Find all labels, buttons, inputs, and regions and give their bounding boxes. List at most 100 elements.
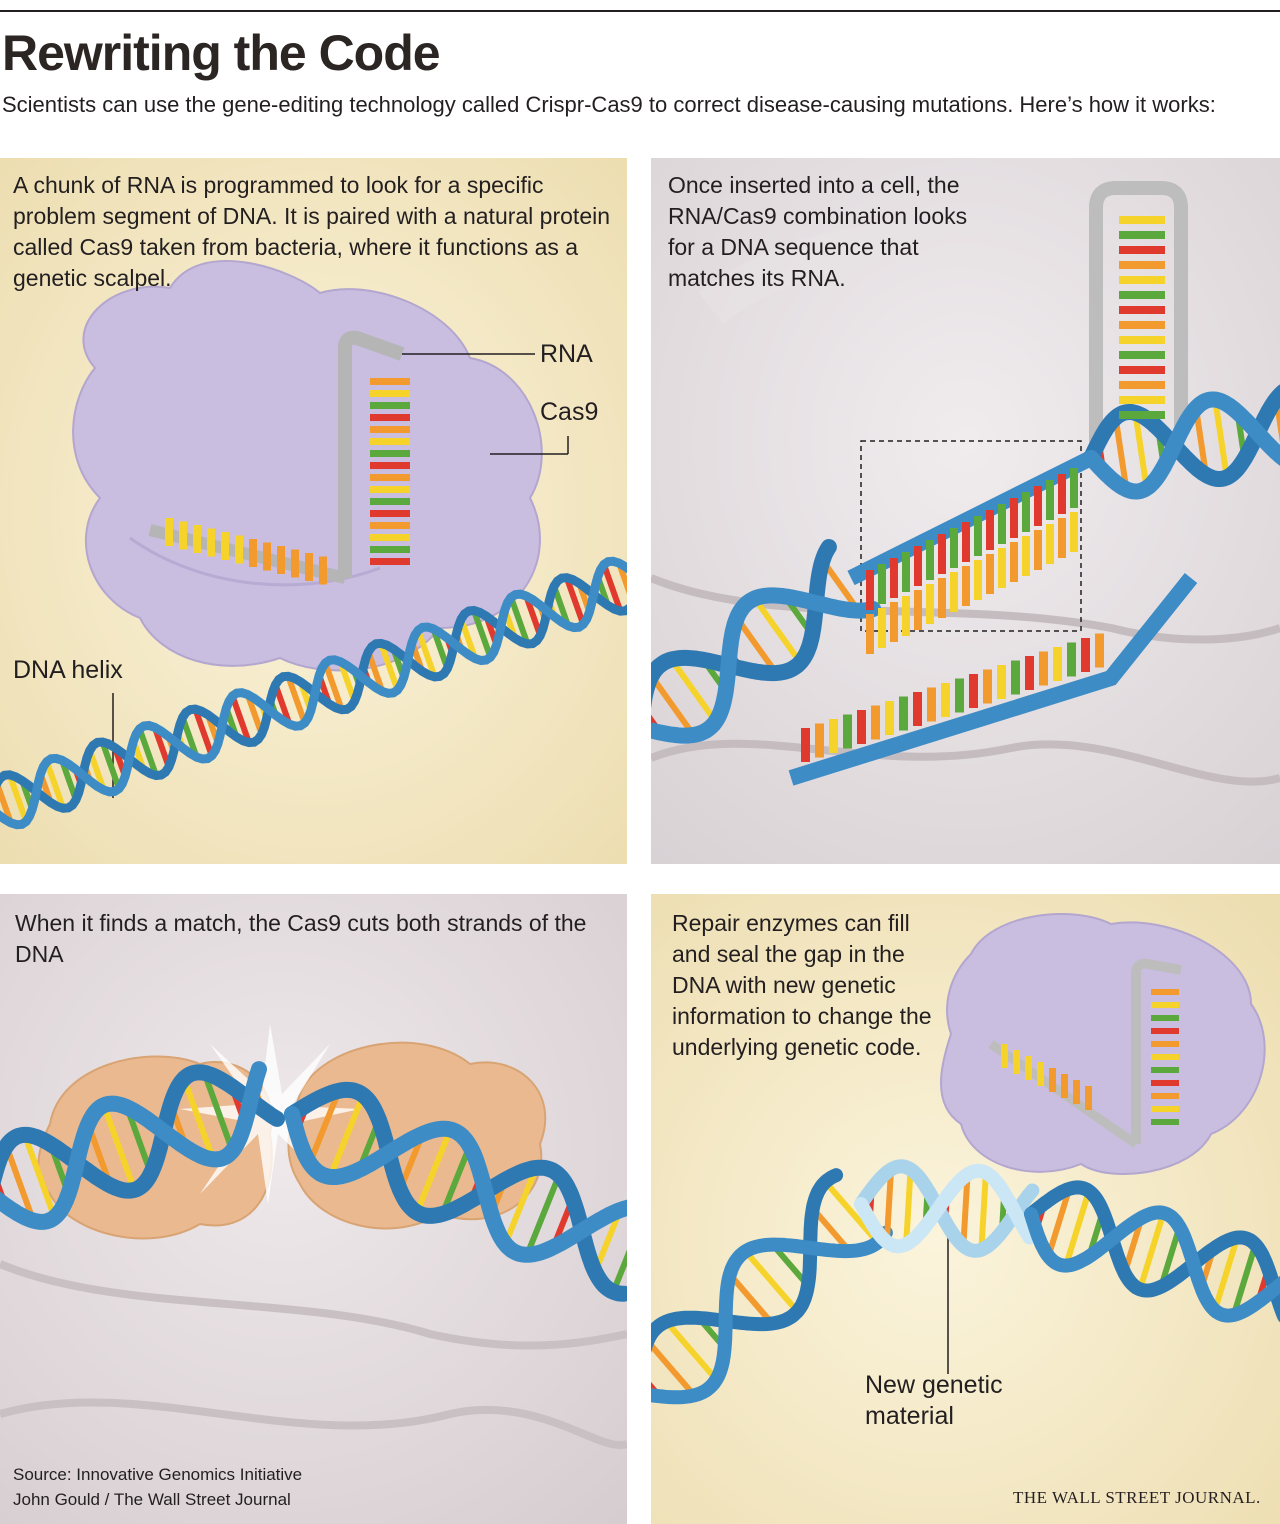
rna-base (1119, 246, 1165, 254)
base-pair-rung (752, 596, 803, 665)
base-pair-rung (136, 727, 159, 777)
panel-3-text: When it finds a match, the Cas9 cuts bot… (15, 910, 587, 967)
rna-base (1119, 291, 1165, 299)
panel-2-text: Once inserted into a cell, the RNA/Cas9 … (668, 172, 968, 291)
base-pair-rung (458, 617, 479, 660)
panel-1-illustration (0, 158, 627, 864)
base-pair-rung (1022, 492, 1030, 532)
base-pair-rung (430, 627, 451, 670)
rna-base (370, 390, 410, 397)
base-pair-rung (664, 1319, 719, 1382)
rna-base (1151, 1067, 1179, 1073)
base-pair-rung (914, 546, 922, 586)
base-pair-rung (938, 578, 946, 618)
base-pair-rung (439, 1144, 473, 1216)
rna-strand (148, 330, 410, 585)
base-pair-rung (1212, 399, 1230, 478)
source-note: Source: Innovative Genomics Initiative (13, 1465, 303, 1484)
base-pair-rung (950, 572, 958, 612)
rna-label: RNA (540, 340, 593, 368)
rna-base (370, 438, 410, 445)
panel-4-illustration (651, 894, 1280, 1524)
rna-base (370, 558, 410, 565)
backbone-strand (1024, 1205, 1280, 1323)
base-pair-rung (974, 516, 982, 556)
wsj-logo: THE WALL STREET JOURNAL. (1013, 1488, 1261, 1507)
rna-base (165, 518, 173, 546)
base-pair-rung (998, 548, 1006, 588)
backbone-strand (0, 1061, 267, 1230)
panel-1-text: A chunk of RNA is programmed to look for… (13, 172, 611, 291)
rna-base (1151, 1106, 1179, 1112)
rna-base (1119, 381, 1165, 389)
base-pair-rung (913, 692, 922, 726)
base-pair-rung (1095, 633, 1104, 668)
rna-base (1151, 989, 1179, 995)
dna-helix-label: DNA helix (13, 656, 123, 684)
base-pair-rung (866, 614, 874, 654)
base-pair-rung (1058, 474, 1066, 514)
base-pair-rung (983, 669, 992, 704)
base-pair-rung (960, 1174, 971, 1246)
rna-base (1001, 1044, 1008, 1068)
top-rule (0, 10, 1280, 12)
base-pair-rung (616, 562, 627, 595)
base-pair-rung (502, 1166, 539, 1246)
base-pair-rung (0, 782, 14, 824)
base-pair-rung (124, 1106, 154, 1175)
base-pair-rung (1045, 1188, 1073, 1258)
base-pair-rung (955, 678, 964, 713)
base-pair-rung (883, 1169, 895, 1243)
base-pair-rung (978, 1172, 989, 1250)
base-pair-rung (950, 528, 958, 568)
base-pair-rung (229, 694, 252, 744)
backbone-strand (788, 573, 1198, 786)
rna-base (370, 522, 410, 529)
base-pair-rung (3, 1144, 37, 1222)
base-pair-rung (890, 558, 898, 598)
rna-base (1151, 1041, 1179, 1047)
base-pair-rung (1034, 486, 1042, 526)
base-pair-rung (1112, 417, 1130, 490)
base-pair-rung (823, 1179, 880, 1245)
base-pair-rung (1046, 524, 1054, 564)
base-pair-rung (743, 1249, 800, 1314)
rna-base (1151, 1002, 1179, 1008)
base-pair-rung (941, 683, 950, 717)
base-pair-rung (1132, 412, 1150, 489)
rna-loop (1089, 181, 1188, 448)
base-pair-rung (192, 708, 215, 757)
base-pair-rung (926, 584, 934, 624)
base-pair-rung (903, 1169, 914, 1245)
backbone-strand (0, 1064, 285, 1199)
rna-base (1119, 261, 1165, 269)
base-pair-rung (938, 534, 946, 574)
base-pair-rung (181, 1077, 216, 1161)
base-pair-rung (969, 674, 978, 708)
base-pair-rung (327, 1094, 366, 1178)
rna-base (1049, 1068, 1056, 1092)
backbone-strand (854, 1163, 1037, 1254)
rna-base (1073, 1080, 1080, 1104)
backbone-strand (854, 1159, 1040, 1258)
rna-base (249, 539, 257, 567)
base-pair-rung (1211, 1236, 1241, 1312)
rna-base (291, 549, 299, 578)
rna-base (1037, 1062, 1044, 1086)
base-pair-rung (885, 701, 894, 735)
base-pair-rung (878, 608, 886, 648)
panel-4-text: Repair enzymes can fill and seal the gap… (672, 910, 932, 1060)
base-pair-rung (878, 564, 886, 604)
base-pair-rung (151, 726, 172, 769)
base-pair-rung (1067, 642, 1076, 677)
base-pair-rung (201, 1071, 236, 1152)
dna-helix-3 (0, 1061, 627, 1302)
rna-base (1151, 1080, 1179, 1086)
base-pair-rung (272, 683, 293, 726)
base-pair-rung (857, 710, 866, 744)
rna-base (370, 450, 410, 457)
base-pair-rung (962, 566, 970, 606)
base-pair-rung (244, 693, 265, 736)
base-pair-rung (651, 674, 696, 737)
dna-helix-2 (651, 216, 1280, 786)
